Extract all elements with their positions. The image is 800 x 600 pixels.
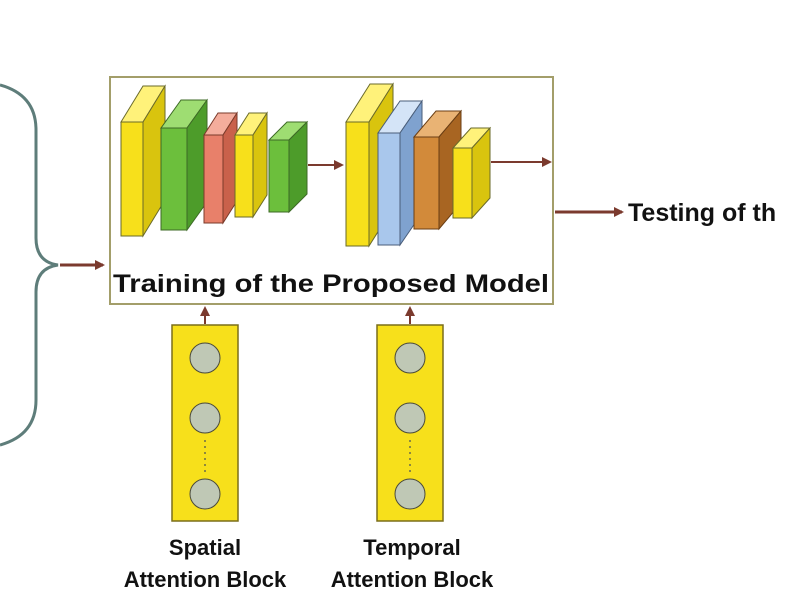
- cnn-block-group-2: [345, 82, 492, 248]
- temporal-label-line2: Attention Block: [331, 567, 494, 592]
- spatial-label-line1: Spatial: [169, 535, 241, 560]
- layer-block: [203, 111, 238, 225]
- temporal-node: [394, 402, 426, 434]
- spatial-node: [189, 402, 221, 434]
- spatial-node: [189, 342, 221, 374]
- cnn-block-group-1: [120, 84, 309, 238]
- layer-block: [267, 120, 309, 214]
- layer-block: [234, 111, 268, 219]
- spatial-label-line2: Attention Block: [124, 567, 287, 592]
- temporal-label-line1: Temporal: [363, 535, 460, 560]
- layer-block: [160, 98, 208, 232]
- layer-block: [120, 84, 166, 238]
- temporal-node: [394, 478, 426, 510]
- spatial-attention-block: Spatial Attention Block: [124, 306, 287, 592]
- spatial-node: [189, 478, 221, 510]
- training-label: Training of the Proposed Model: [113, 270, 549, 298]
- temporal-node: [394, 342, 426, 374]
- left-bracket: [0, 83, 59, 447]
- layer-block: [451, 126, 492, 220]
- testing-label: Testing of th: [628, 199, 776, 227]
- temporal-attention-block: Temporal Attention Block: [331, 306, 494, 592]
